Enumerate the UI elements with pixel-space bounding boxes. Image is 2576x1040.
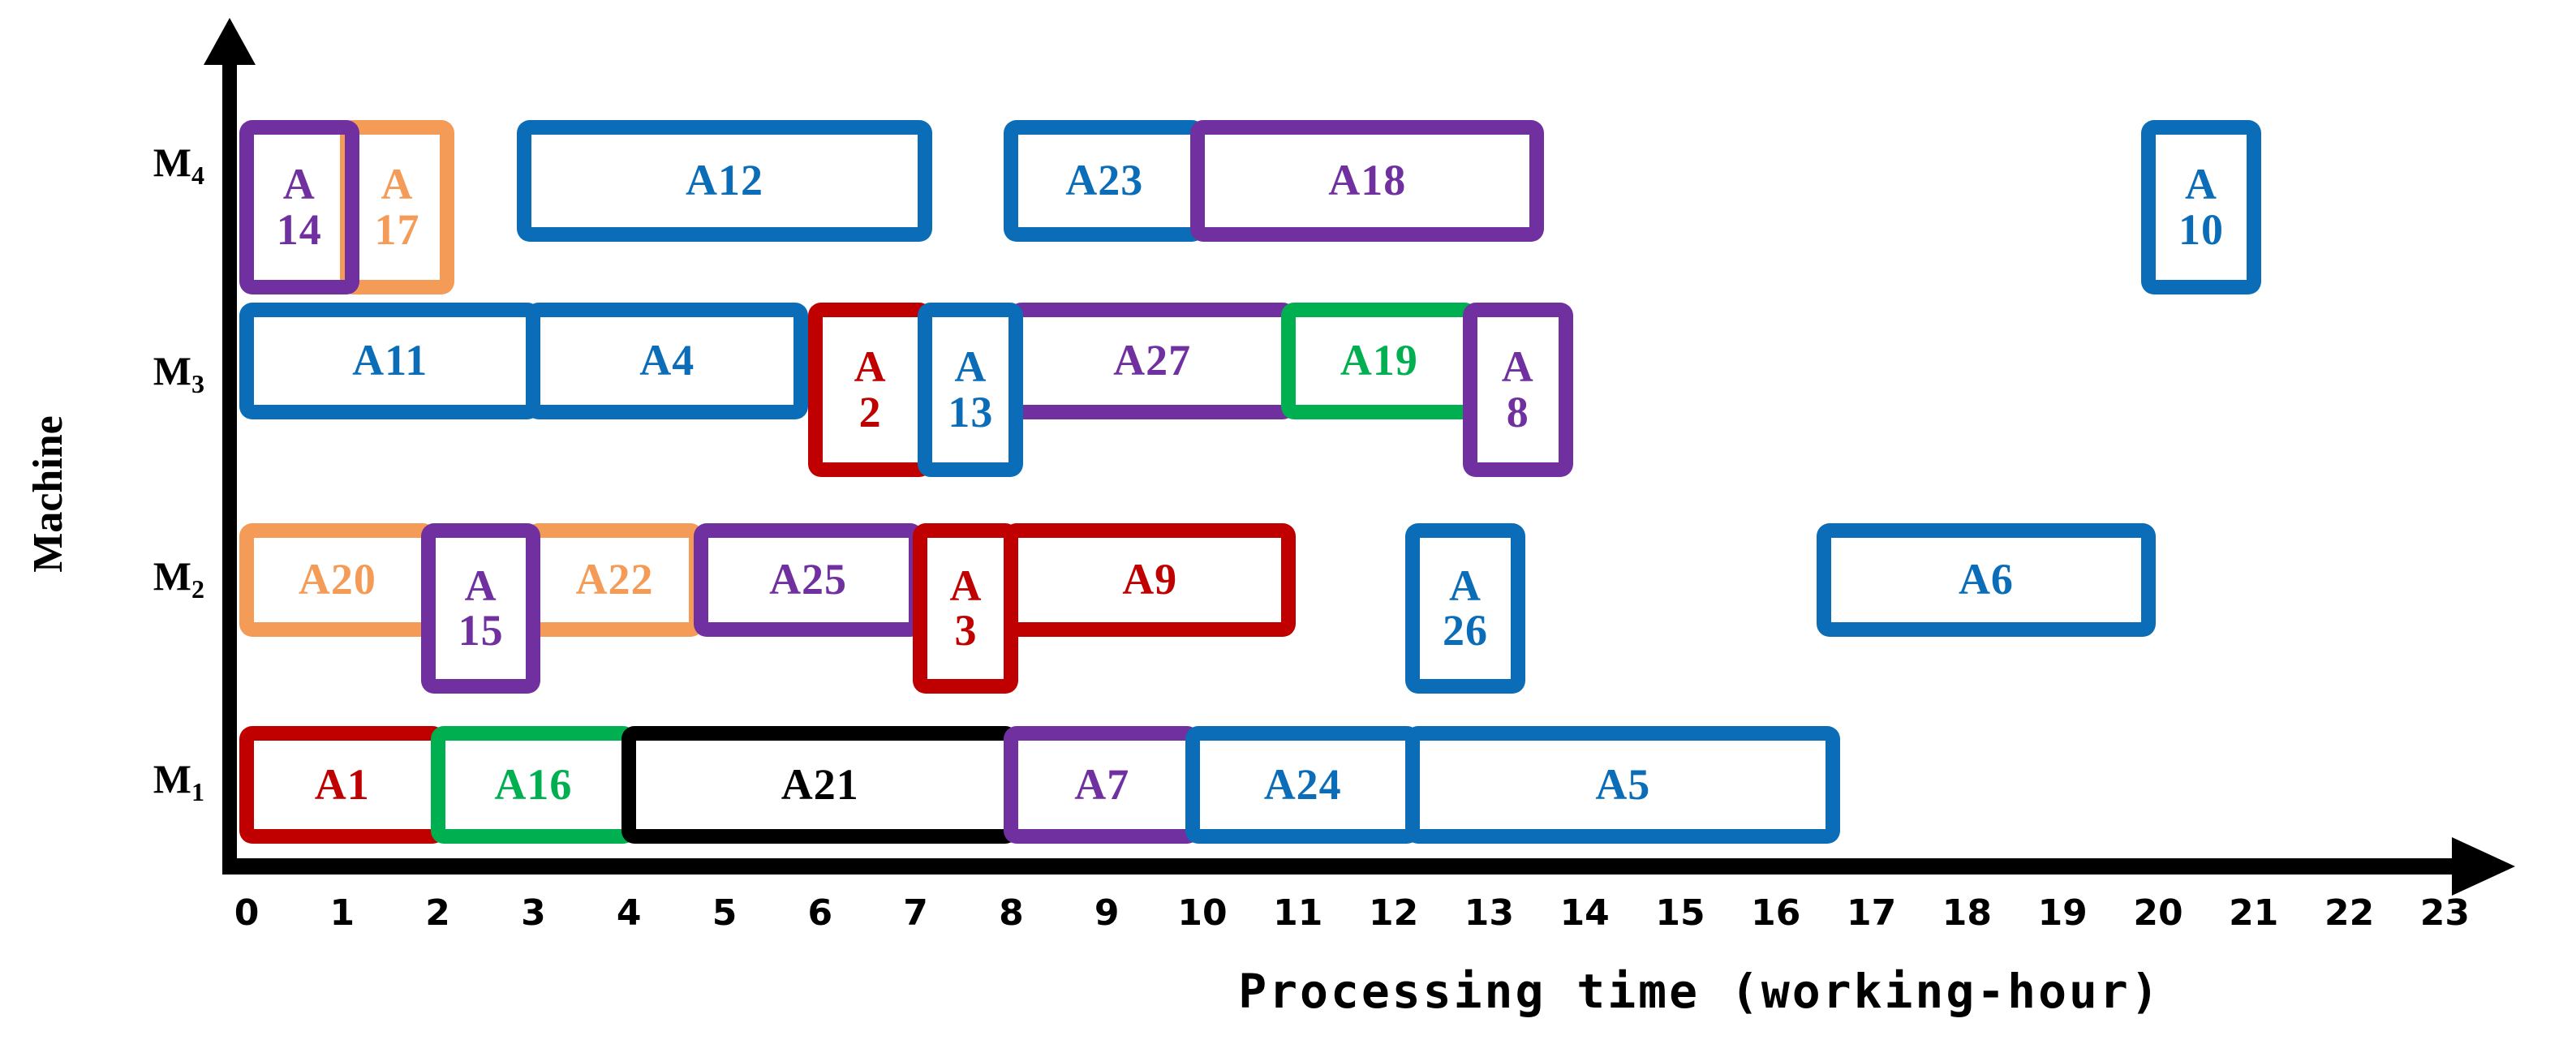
x-tick-label-6: 6: [807, 892, 833, 934]
x-tick-label-20: 20: [2133, 892, 2183, 934]
task-label: A27: [1113, 336, 1192, 385]
task-label: A: [2185, 160, 2217, 209]
task-label: 10: [2178, 204, 2224, 254]
x-tick-label-21: 21: [2229, 892, 2279, 934]
task-label: A: [1501, 342, 1534, 392]
x-tick-label-12: 12: [1368, 892, 1419, 934]
x-tick-label-17: 17: [1846, 892, 1897, 934]
task-label: 2: [858, 387, 882, 436]
x-tick-label-15: 15: [1655, 892, 1705, 934]
x-tick-label-8: 8: [999, 892, 1024, 934]
task-label: 26: [1442, 606, 1488, 655]
task-label: 17: [374, 204, 420, 254]
task-box-A21: A21: [621, 726, 1019, 844]
x-axis: [222, 858, 2466, 875]
y-axis-arrow-icon: [204, 18, 256, 65]
x-tick-label-22: 22: [2324, 892, 2375, 934]
task-label: A: [854, 342, 887, 392]
task-label: A: [954, 342, 987, 392]
machine-label-M3: M3: [153, 348, 204, 398]
task-label: 15: [458, 606, 504, 655]
task-box-A25: A25: [693, 523, 923, 637]
machine-label-M1: M1: [153, 756, 204, 806]
task-box-A11: A11: [239, 303, 541, 419]
x-tick-label-14: 14: [1559, 892, 1610, 934]
machine-label-M2: M2: [153, 553, 204, 604]
task-label: 3: [954, 606, 978, 655]
task-label: A: [1448, 561, 1482, 610]
task-box-A20: A20: [239, 523, 436, 637]
task-label: A22: [575, 555, 654, 604]
task-label: A16: [494, 759, 573, 809]
task-label: A19: [1340, 336, 1418, 385]
task-box-A1: A1: [239, 726, 445, 844]
task-label: 14: [276, 204, 322, 254]
x-tick-label-2: 2: [425, 892, 450, 934]
x-tick-label-19: 19: [2037, 892, 2088, 934]
task-box-A27: A27: [1008, 303, 1296, 419]
task-label: A20: [298, 555, 376, 604]
task-label: A6: [1958, 555, 2014, 604]
task-box-A24: A24: [1185, 726, 1421, 844]
task-box-A22: A22: [526, 523, 703, 637]
task-label: A25: [769, 555, 848, 604]
task-box-A19: A19: [1281, 303, 1477, 419]
y-axis: [222, 41, 237, 875]
x-tick-label-7: 7: [903, 892, 928, 934]
task-label: 8: [1506, 387, 1529, 436]
task-label: A21: [781, 759, 859, 809]
task-label: A24: [1263, 759, 1342, 809]
task-label: A4: [639, 336, 695, 385]
x-tick-label-4: 4: [616, 892, 642, 934]
x-tick-label-16: 16: [1751, 892, 1801, 934]
task-label: A9: [1122, 555, 1178, 604]
task-label: A18: [1328, 156, 1407, 205]
x-axis-title: Processing time (working-hour): [1238, 964, 2161, 1019]
x-tick-label-0: 0: [234, 892, 260, 934]
x-tick-label-1: 1: [329, 892, 355, 934]
task-box-A4: A4: [526, 303, 809, 419]
x-tick-label-3: 3: [521, 892, 546, 934]
task-label: A: [464, 561, 497, 610]
x-tick-label-5: 5: [712, 892, 738, 934]
task-label: A1: [314, 759, 370, 809]
machine-label-M4: M4: [153, 140, 204, 190]
x-tick-label-10: 10: [1177, 892, 1228, 934]
task-box-A9: A9: [1004, 523, 1296, 637]
x-tick-label-13: 13: [1464, 892, 1514, 934]
task-label: A11: [352, 336, 428, 385]
x-tick-label-11: 11: [1273, 892, 1323, 934]
task-label: A23: [1065, 156, 1144, 205]
task-box-A7: A7: [1004, 726, 1201, 844]
task-box-A18: A18: [1190, 120, 1545, 242]
x-axis-arrow-icon: [2452, 837, 2515, 896]
task-label: A: [381, 160, 414, 209]
task-box-A5: A5: [1405, 726, 1841, 844]
task-box-A12: A12: [516, 120, 933, 242]
task-label: A12: [685, 156, 763, 205]
task-box-A6: A6: [1816, 523, 2157, 637]
task-label: A: [949, 561, 983, 610]
task-box-A16: A16: [430, 726, 637, 844]
task-label: 13: [948, 387, 994, 436]
x-tick-label-18: 18: [1942, 892, 1992, 934]
task-box-A23: A23: [1004, 120, 1206, 242]
x-tick-label-23: 23: [2419, 892, 2470, 934]
task-label: A5: [1595, 759, 1651, 809]
task-label: A: [282, 160, 316, 209]
task-label: A7: [1074, 759, 1130, 809]
x-tick-label-9: 9: [1094, 892, 1120, 934]
